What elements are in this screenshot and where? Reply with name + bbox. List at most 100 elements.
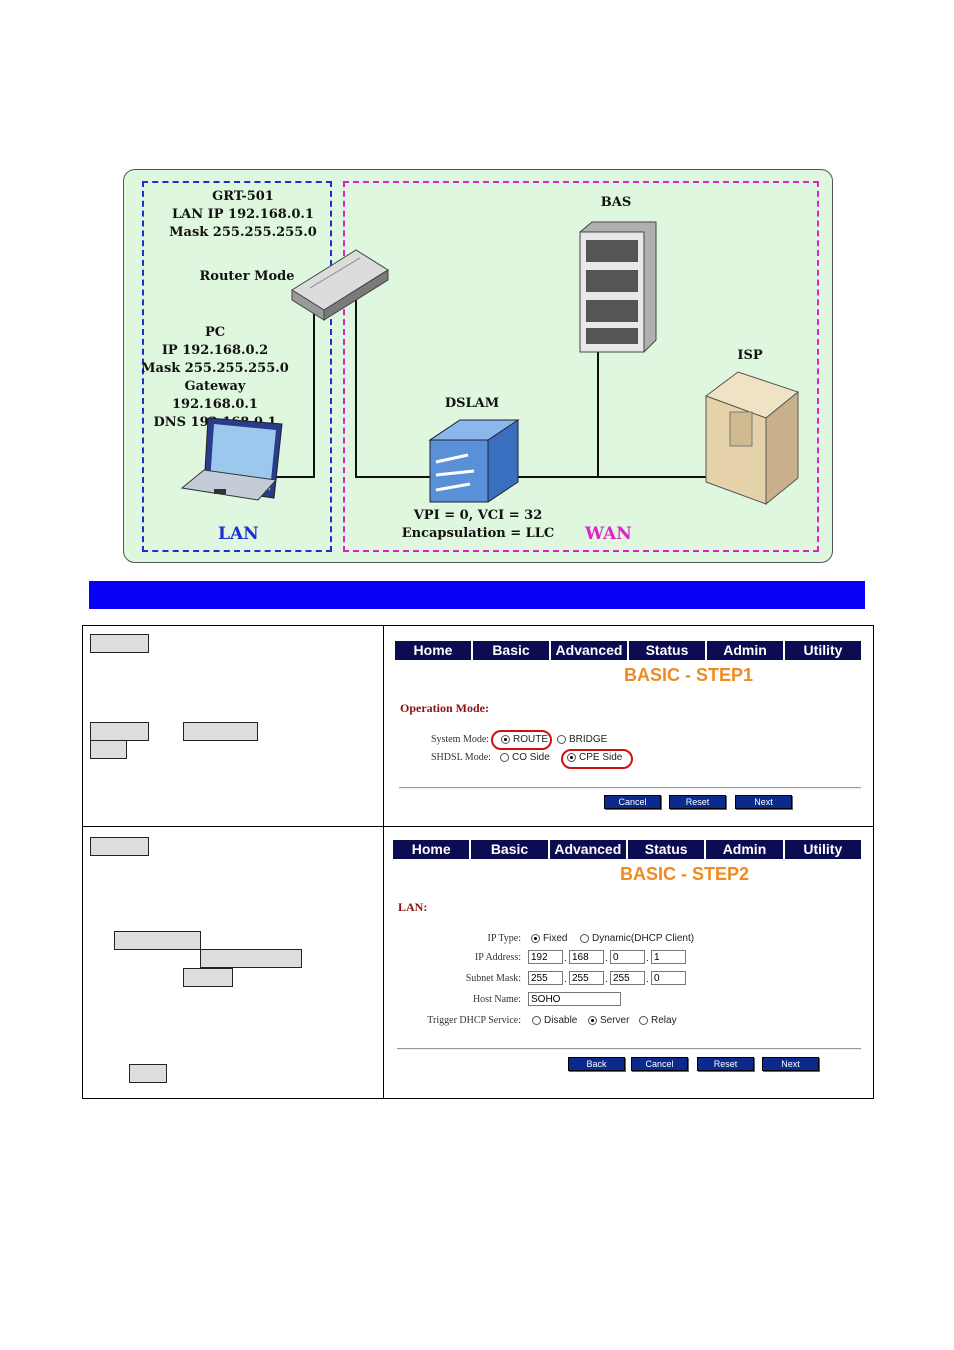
nav-home[interactable]: Home (393, 840, 472, 859)
step1-title: BASIC - STEP1 (624, 665, 754, 685)
dynamic-label: Dynamic(DHCP Client) (592, 933, 695, 944)
router-name: GRT-501 (212, 189, 274, 204)
back-button[interactable]: Back (568, 1057, 625, 1071)
disable-radio-dot[interactable] (532, 1015, 541, 1025)
nav-admin[interactable]: Admin (706, 840, 785, 859)
disable-label: Disable (544, 1015, 578, 1026)
bas-label: BAS (600, 195, 632, 210)
router-info: GRT-501 LAN IP 192.168.0.1 Mask 255.255.… (150, 188, 336, 242)
encapsulation: Encapsulation = LLC (401, 526, 555, 541)
mask-dot: . (605, 974, 608, 985)
ip-octet-2[interactable]: 168 (569, 950, 604, 964)
fixed-radio-dot[interactable] (531, 933, 540, 943)
connection-lines (270, 298, 706, 478)
mask-octet-2[interactable]: 255 (569, 971, 604, 985)
route-label: ROUTE (513, 734, 548, 745)
dslam-label: DSLAM (444, 396, 500, 411)
mask-octet-4[interactable]: 0 (651, 971, 686, 985)
router-mode-label: Router Mode (199, 269, 295, 284)
next-button[interactable]: Next (735, 795, 792, 809)
route-radio-dot[interactable] (501, 734, 510, 744)
steps-table (82, 625, 874, 1099)
dslam-icon (428, 419, 520, 503)
step2-highlight-c (183, 968, 233, 987)
diagram-graphics (180, 221, 800, 506)
relay-label: Relay (651, 1015, 677, 1026)
cpe-side-radio-dot[interactable] (567, 752, 576, 762)
bridge-radio-dot[interactable] (557, 734, 566, 744)
cancel-button[interactable]: Cancel (631, 1057, 688, 1071)
dslam-params: VPI = 0, VCI = 32 Encapsulation = LLC (398, 507, 558, 543)
nav-status[interactable]: Status (627, 840, 707, 859)
server-label: Server (600, 1015, 630, 1026)
relay-radio-dot[interactable] (639, 1015, 648, 1025)
nav-advanced[interactable]: Advanced (551, 641, 629, 660)
lan-zone (142, 181, 332, 552)
pc-mask: Mask 255.255.255.0 (141, 361, 289, 376)
ip-dot: . (564, 953, 567, 964)
reset-button[interactable]: Reset (669, 795, 726, 809)
route-radio[interactable]: ROUTE (501, 734, 548, 745)
co-side-radio-dot[interactable] (500, 752, 509, 762)
step1-label-highlight (90, 634, 149, 653)
wan-label: WAN (585, 524, 632, 544)
server-radio[interactable]: Server (588, 1015, 629, 1026)
nav-basic[interactable]: Basic (473, 641, 551, 660)
ip-octet-4[interactable]: 1 (651, 950, 686, 964)
cpe-highlight-oval (561, 749, 633, 769)
table-column-divider (383, 625, 384, 1098)
section-banner (89, 581, 865, 609)
nav-status[interactable]: Status (629, 641, 707, 660)
step2-highlight-b (200, 949, 302, 968)
bas-rack-icon (579, 221, 657, 353)
dynamic-radio[interactable]: Dynamic(DHCP Client) (580, 933, 694, 944)
mask-octet-3[interactable]: 255 (610, 971, 645, 985)
host-name-input[interactable]: SOHO (528, 992, 621, 1006)
nav-advanced[interactable]: Advanced (549, 840, 628, 859)
shdsl-mode-label: SHDSL Mode: (431, 752, 491, 763)
wan-zone (343, 181, 819, 552)
system-mode-label: System Mode: (431, 734, 490, 745)
host-name-label: Host Name: (472, 994, 521, 1005)
table-row-divider (82, 826, 873, 827)
bridge-radio[interactable]: BRIDGE (557, 734, 607, 745)
router-icon (291, 249, 389, 321)
step1-nav-bar: Home Basic Advanced Status Admin Utility (395, 641, 861, 660)
ip-octet-1[interactable]: 192 (528, 950, 563, 964)
step2-highlight-d (129, 1064, 167, 1083)
router-mask: Mask 255.255.255.0 (169, 225, 317, 240)
co-side-radio[interactable]: CO Side (500, 752, 550, 763)
dynamic-radio-dot[interactable] (580, 933, 589, 943)
pc-gateway: Gateway 192.168.0.1 (172, 379, 258, 412)
step2-title: BASIC - STEP2 (620, 864, 750, 884)
nav-home[interactable]: Home (395, 641, 473, 660)
nav-basic[interactable]: Basic (471, 840, 550, 859)
fixed-radio[interactable]: Fixed (531, 933, 567, 944)
step1-highlight-c (90, 740, 127, 759)
relay-radio[interactable]: Relay (639, 1015, 677, 1026)
cpe-side-radio[interactable]: CPE Side (567, 752, 622, 763)
co-side-label: CO Side (512, 752, 550, 763)
mask-dot: . (646, 974, 649, 985)
nav-utility[interactable]: Utility (784, 840, 861, 859)
mask-octet-1[interactable]: 255 (528, 971, 563, 985)
vpi-vci: VPI = 0, VCI = 32 (413, 508, 543, 523)
step1-separator (399, 787, 861, 789)
reset-button[interactable]: Reset (697, 1057, 754, 1071)
nav-utility[interactable]: Utility (785, 641, 861, 660)
ip-dot: . (646, 953, 649, 964)
server-radio-dot[interactable] (588, 1015, 597, 1025)
step1-highlight-a (90, 722, 149, 741)
ip-address-label: IP Address: (474, 952, 521, 963)
disable-radio[interactable]: Disable (532, 1015, 577, 1026)
subnet-mask-label: Subnet Mask: (465, 973, 521, 984)
mask-dot: . (564, 974, 567, 985)
ip-type-label: IP Type: (487, 933, 521, 944)
cancel-button[interactable]: Cancel (604, 795, 661, 809)
ip-octet-3[interactable]: 0 (610, 950, 645, 964)
operation-mode-heading: Operation Mode: (400, 701, 489, 715)
isp-server-icon (704, 371, 800, 506)
nav-admin[interactable]: Admin (707, 641, 785, 660)
next-button[interactable]: Next (762, 1057, 819, 1071)
step1-screenshot: Home Basic Advanced Status Admin Utility… (395, 641, 861, 816)
